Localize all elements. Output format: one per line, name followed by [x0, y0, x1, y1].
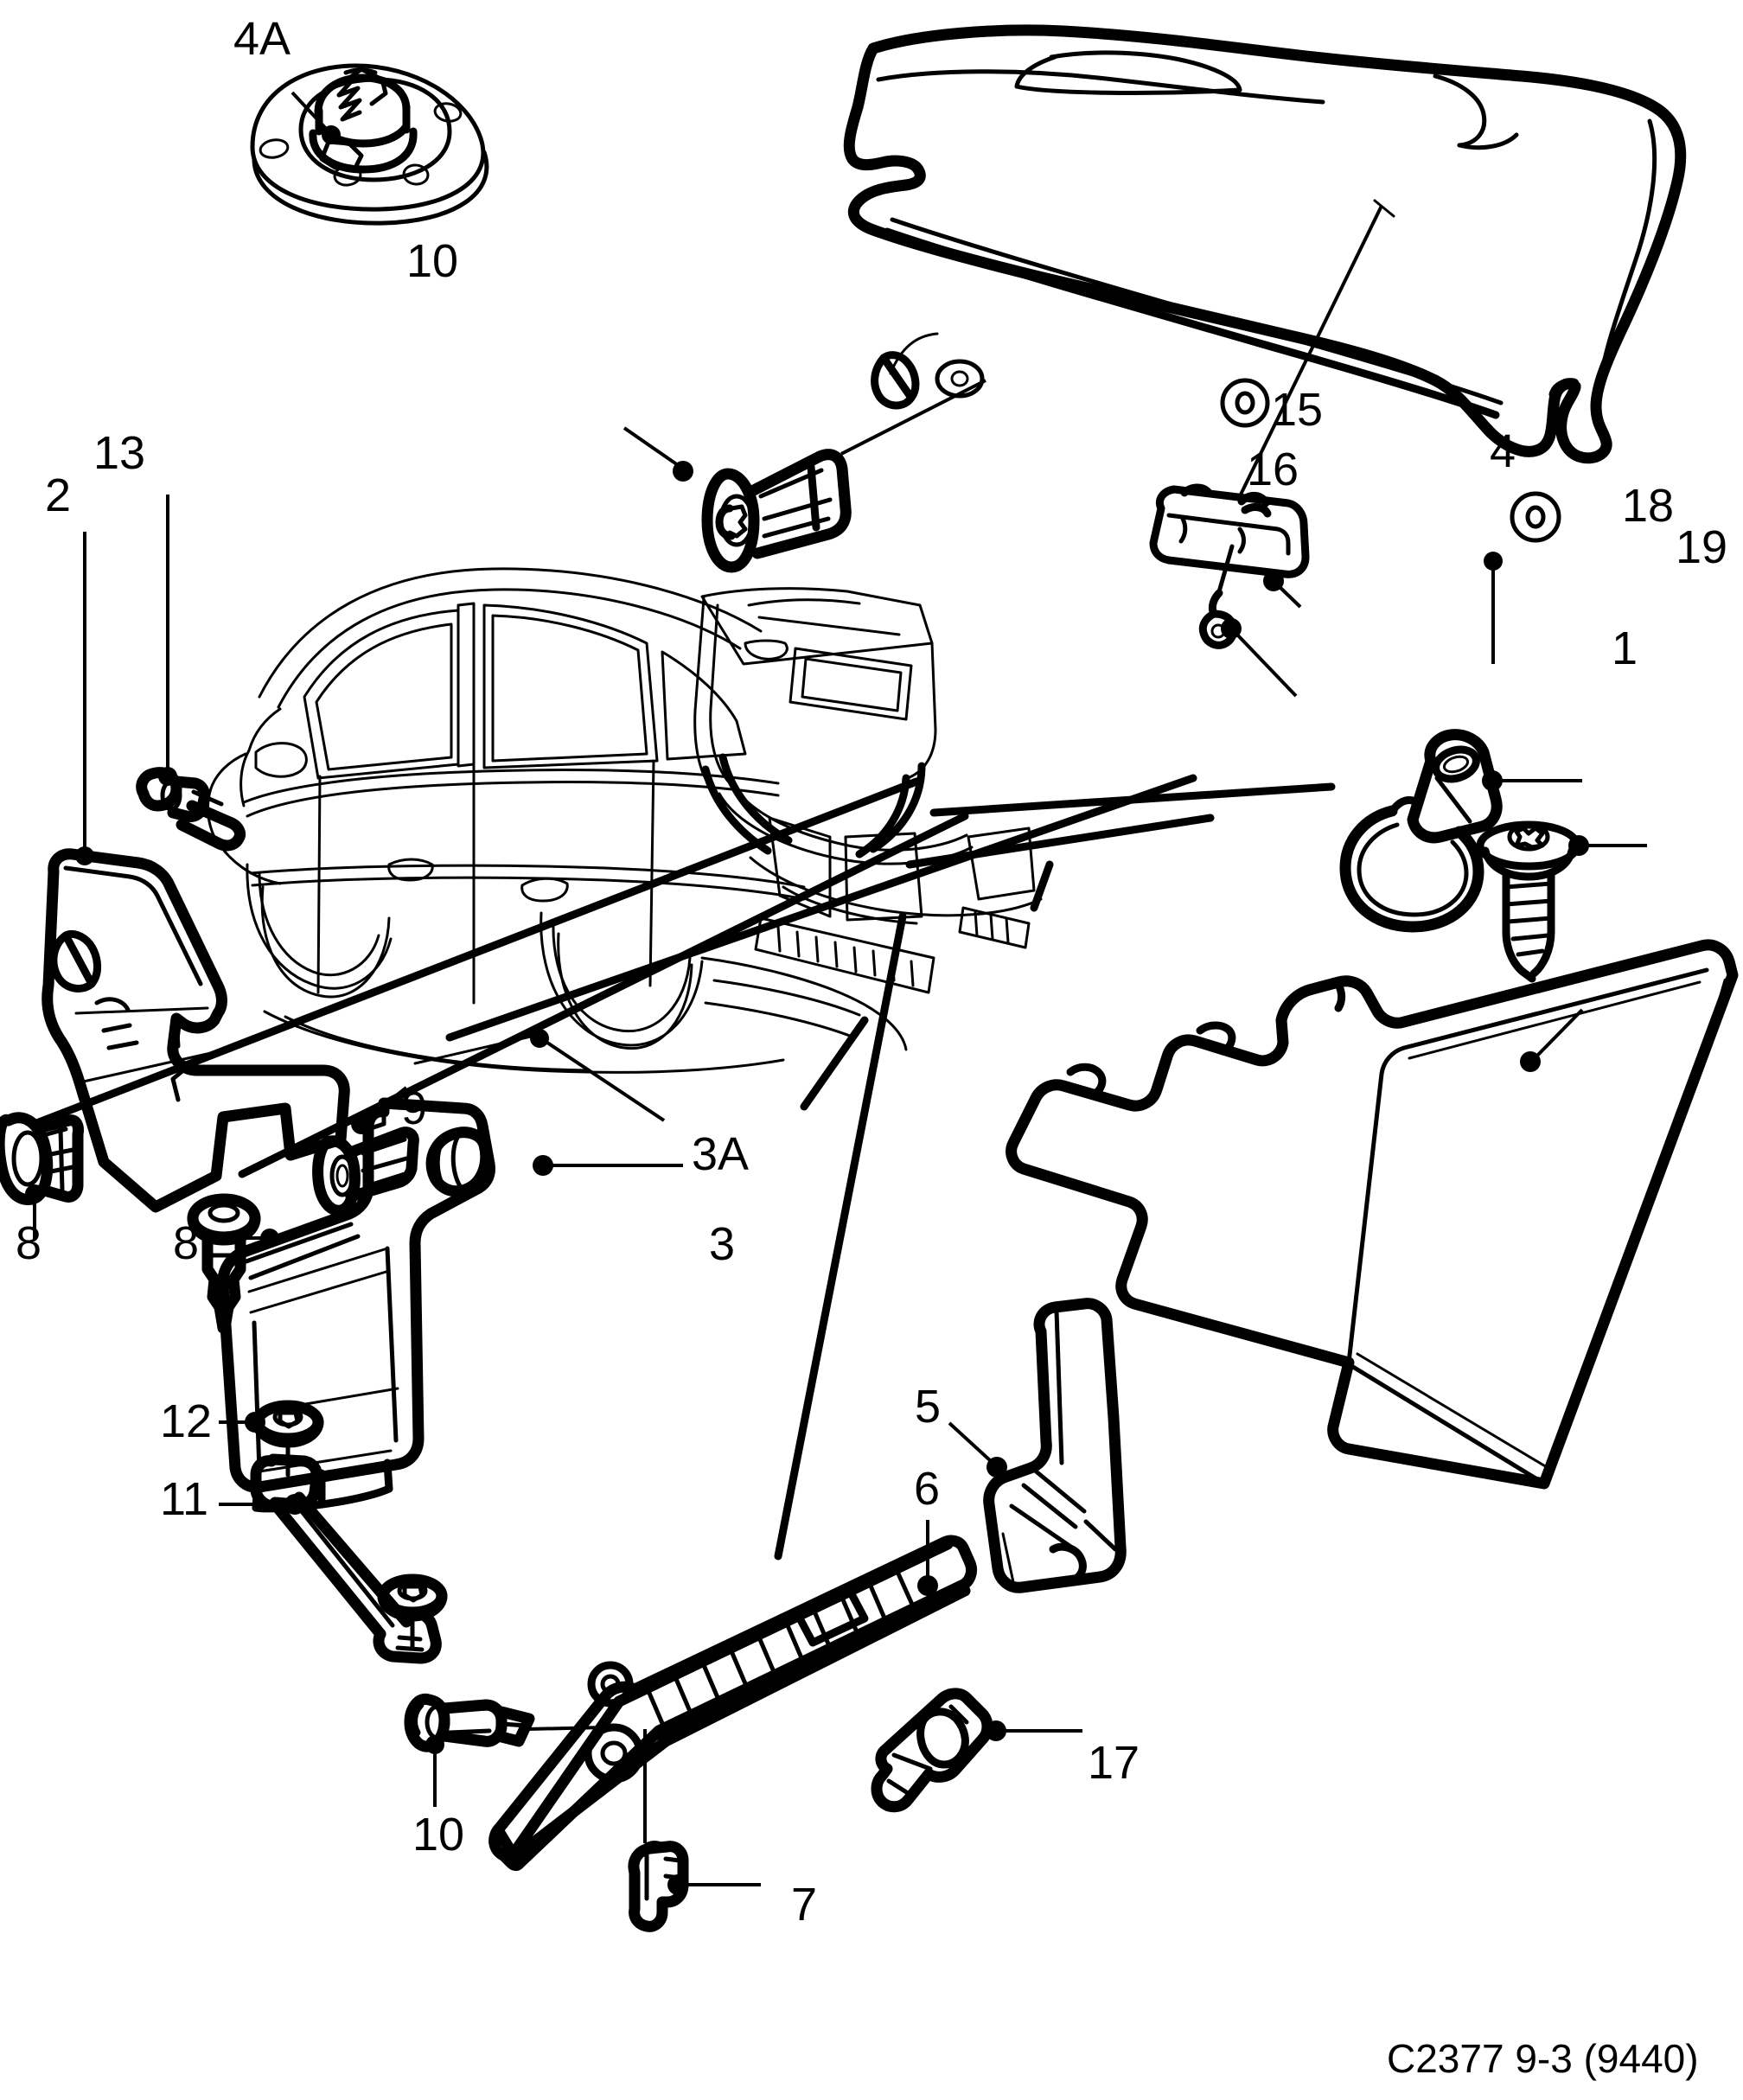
part-5-rear-corner-trim-bracket — [983, 1298, 1127, 1593]
callout-leader-10-to-panel — [840, 332, 986, 456]
part-4-trunk-lid-inner-trim-panel — [843, 24, 1687, 543]
callout-label-5: 5 — [915, 1381, 942, 1433]
callout-label-13: 13 — [93, 427, 146, 479]
vehicle-reference-illustration — [207, 567, 1043, 1074]
part-17-trim-retaining-clip — [871, 1688, 993, 1813]
callout-leader-5 — [948, 1421, 1007, 1478]
callout-label-8-left: 8 — [16, 1217, 42, 1269]
callout-leader-1 — [1520, 1008, 1584, 1072]
callout-label-10-top: 10 — [406, 235, 459, 287]
callout-leader-7 — [643, 1729, 761, 1895]
callout-leader-10-bottom — [425, 1726, 606, 1807]
callout-leader-19 — [1568, 835, 1647, 856]
callout-leader-10-top — [622, 426, 693, 482]
callout-leader-2 — [75, 532, 94, 865]
callout-label-15: 15 — [1271, 384, 1324, 436]
callout-leader-panel-to-handle — [1238, 199, 1395, 497]
callout-label-9: 9 — [401, 1082, 428, 1134]
callout-label-4a: 4A — [233, 13, 291, 65]
callout-leader-15 — [1263, 571, 1302, 609]
figure-caption: C2377 9-3 (9440) — [1387, 2036, 1699, 2081]
callout-leader-18 — [1482, 770, 1582, 791]
callout-label-12: 12 — [160, 1395, 213, 1447]
part-18-cargo-tie-down-loop — [1339, 729, 1503, 933]
callout-label-18: 18 — [1622, 480, 1675, 532]
part-16-pull-handle-screw — [1198, 544, 1238, 649]
part-13-side-trim-screw — [136, 767, 246, 852]
part-6-rear-sill-scuff-plate — [488, 1535, 978, 1872]
part-15-trunk-lid-pull-handle — [1149, 483, 1310, 578]
callout-label-10-bottom: 10 — [412, 1809, 465, 1861]
callout-label-3: 3 — [709, 1218, 736, 1270]
callout-label-19: 19 — [1676, 521, 1728, 573]
callout-leader-17 — [986, 1720, 1082, 1741]
callout-leader-6 — [917, 1520, 938, 1596]
part-2-left-quarter-trim-panel — [42, 848, 350, 1213]
part-12-support-rod-nut-upper — [252, 1400, 324, 1448]
callout-label-7: 7 — [791, 1879, 818, 1931]
callout-label-1: 1 — [1612, 622, 1638, 674]
callout-label-8-right: 8 — [173, 1217, 200, 1269]
part-7-scuff-plate-spring-clip — [628, 1841, 689, 1932]
callout-leader-13 — [158, 495, 177, 786]
part-19-tie-down-torx-screw — [1476, 820, 1581, 983]
callout-leader-4 — [1484, 552, 1503, 664]
callout-label-16: 16 — [1247, 444, 1299, 495]
part-4a-trunk-lid-trim-retainer-stud — [250, 63, 489, 226]
callout-leader-3a — [413, 1029, 666, 1122]
callout-leader-16 — [1221, 618, 1298, 698]
part-10-top-push-in-clip — [701, 449, 852, 573]
callout-label-17: 17 — [1088, 1737, 1140, 1789]
callout-label-6: 6 — [914, 1463, 941, 1515]
callout-leader-12 — [219, 1412, 265, 1433]
callout-leader-11 — [219, 1494, 305, 1515]
callout-leader-8-left — [25, 1184, 44, 1240]
part-12-support-rod-nut-lower — [377, 1573, 448, 1650]
callout-label-4: 4 — [1490, 425, 1516, 477]
callout-label-2: 2 — [45, 469, 72, 521]
callout-leader-3 — [533, 1155, 683, 1176]
callout-label-3a: 3A — [692, 1128, 750, 1180]
callout-leader-4a — [290, 91, 341, 144]
part-1-trunk-floor-carpet-mat — [1006, 939, 1739, 1490]
callout-label-11: 11 — [160, 1473, 209, 1525]
